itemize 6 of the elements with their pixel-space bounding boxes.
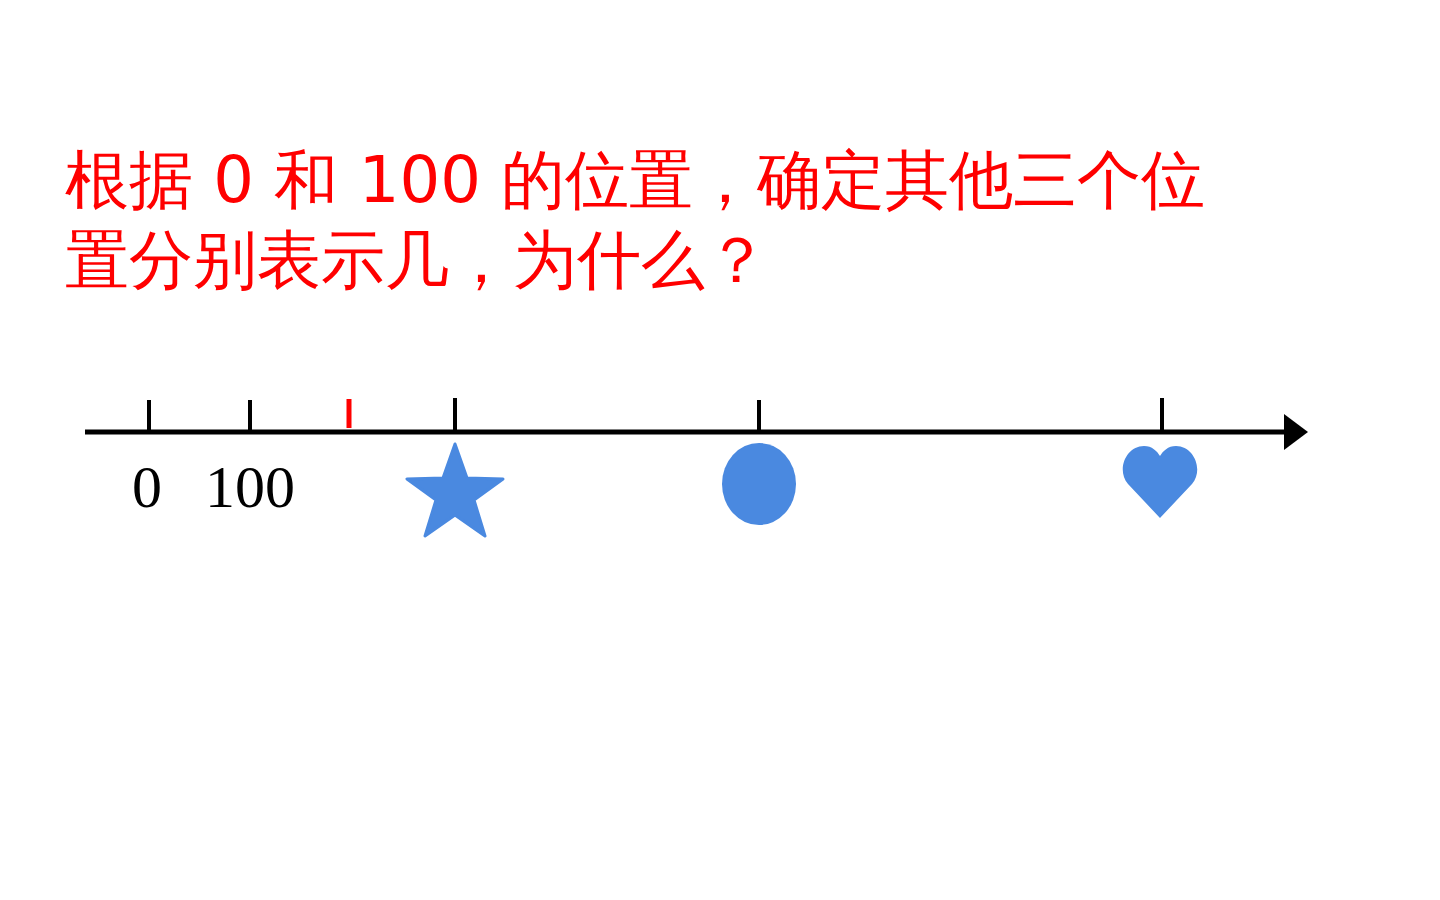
circle-icon [721,442,797,526]
tick-label: 100 [205,453,295,522]
heart-icon [1122,444,1198,520]
tick-label: 0 [132,453,162,522]
question-text: 根据 0 和 100 的位置，确定其他三个位置分别表示几，为什么？ [65,142,1207,299]
star-icon [405,442,505,538]
